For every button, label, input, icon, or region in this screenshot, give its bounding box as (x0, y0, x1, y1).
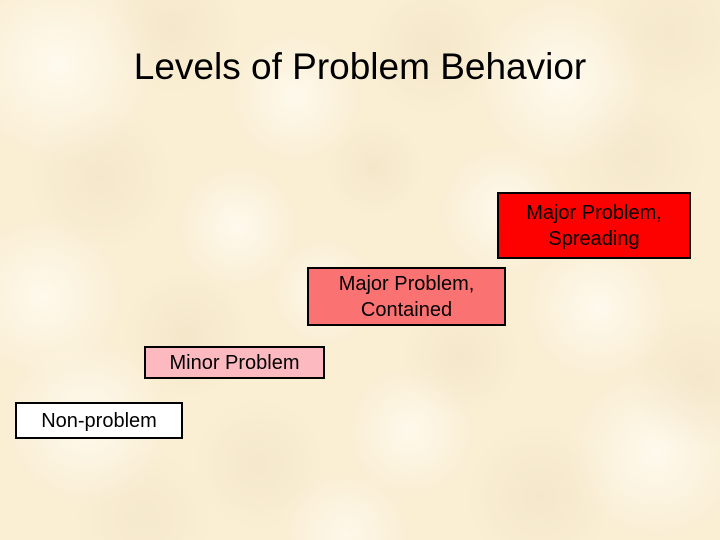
level-box-major-problem-spreading[interactable]: Major Problem, Spreading (497, 192, 691, 259)
level-box-major-problem-contained[interactable]: Major Problem, Contained (307, 267, 506, 326)
level-box-label: Major Problem, Spreading (526, 201, 662, 250)
level-box-minor-problem[interactable]: Minor Problem (144, 346, 325, 379)
page-title: Levels of Problem Behavior (133, 46, 587, 87)
level-box-label: Minor Problem (169, 351, 300, 374)
level-box-non-problem[interactable]: Non-problem (15, 402, 183, 439)
level-box-label: Major Problem, Contained (338, 272, 475, 321)
level-box-label: Non-problem (41, 409, 157, 432)
